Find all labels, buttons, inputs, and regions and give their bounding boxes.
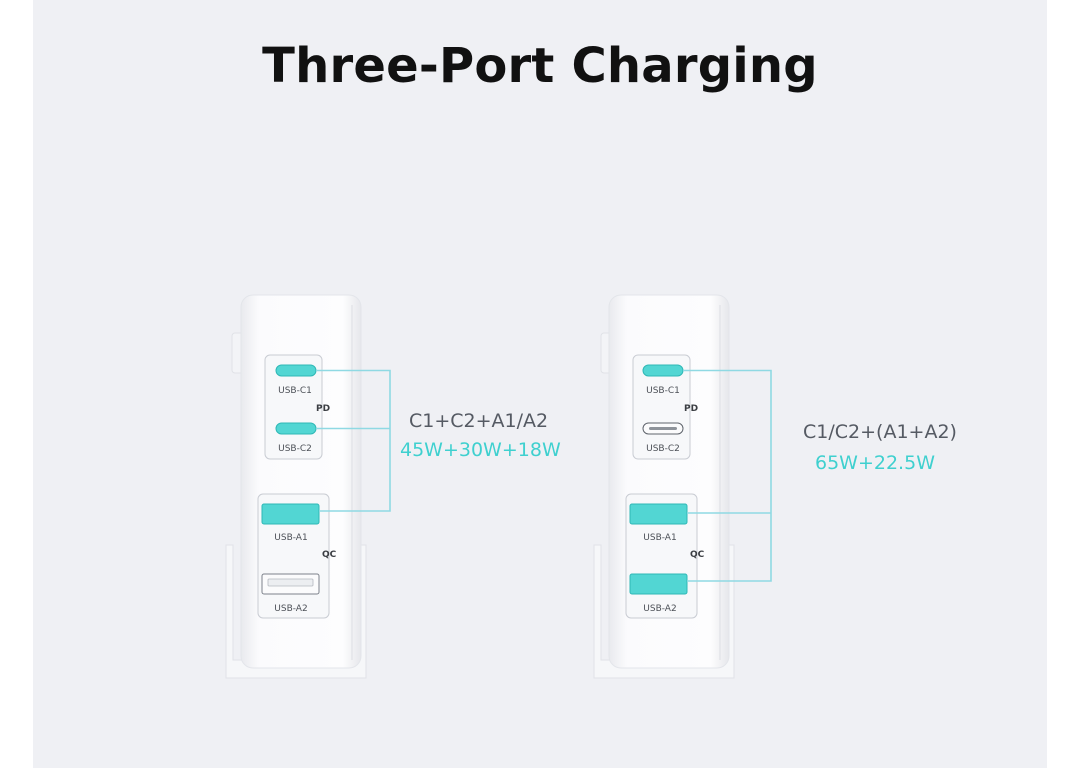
usb-c2-label: USB-C2 [278, 444, 312, 454]
usb-c1-port [275, 364, 317, 377]
connector-lines-1 [316, 369, 391, 512]
usb-a2-port [629, 573, 688, 595]
config-2-label: C1/C2+(A1+A2) [803, 421, 957, 443]
page-title: Three-Port Charging [262, 38, 818, 94]
charger-2: USB-C1 USB-C2 USB-A1 USB-A2 PD QC [593, 294, 772, 679]
connector-lines-2 [683, 369, 772, 582]
usb-a1-port [629, 503, 688, 525]
pd-label: PD [316, 404, 330, 414]
charger-1: USB-C1 USB-C2 USB-A1 USB-A2 PD QC [225, 294, 391, 679]
usb-a1-port [261, 503, 320, 525]
qc-label: QC [690, 550, 705, 560]
usb-a2-label: USB-A2 [274, 604, 307, 614]
usb-c1-label: USB-C1 [278, 386, 312, 396]
usb-a1-label: USB-A1 [274, 533, 307, 543]
qc-label: QC [322, 550, 337, 560]
pd-label: PD [684, 404, 698, 414]
background-panel [33, 0, 1047, 768]
config-1-power: 45W+30W+18W [400, 439, 561, 461]
usb-c1-label: USB-C1 [646, 386, 680, 396]
usb-c2-label: USB-C2 [646, 444, 680, 454]
config-1-label: C1+C2+A1/A2 [409, 410, 549, 432]
config-2-power: 65W+22.5W [815, 452, 935, 474]
usb-a2-label: USB-A2 [643, 604, 676, 614]
usb-c1-port [642, 364, 684, 377]
usb-a1-label: USB-A1 [643, 533, 676, 543]
usb-c2-port [275, 422, 317, 435]
